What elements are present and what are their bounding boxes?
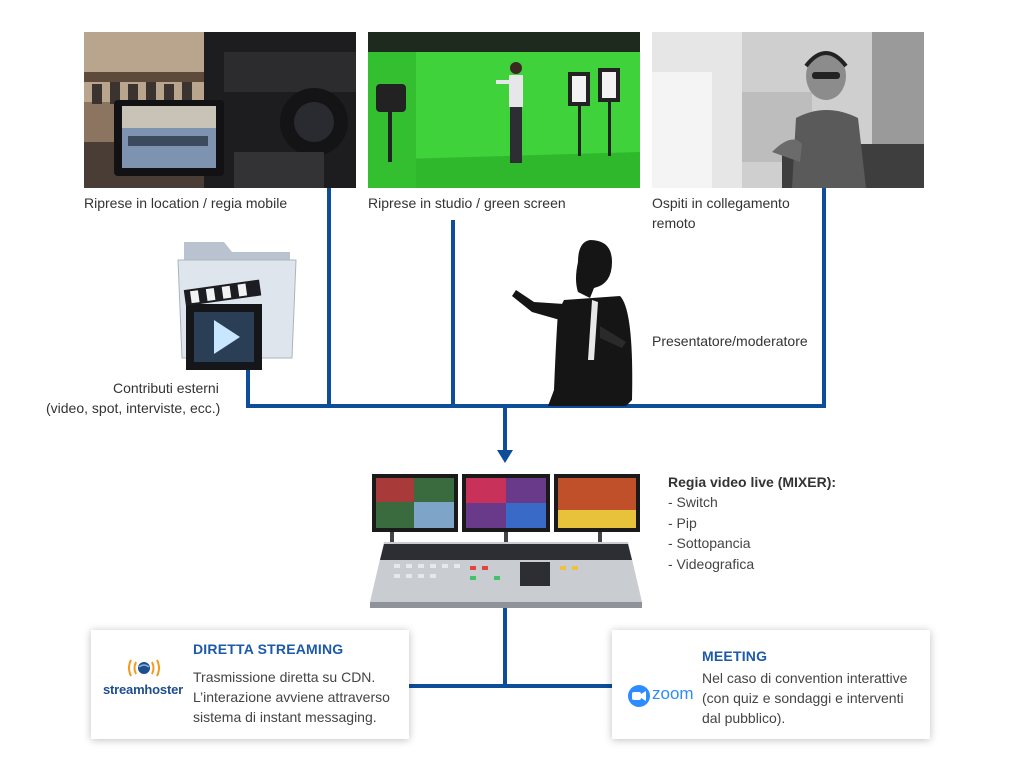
streaming-title: DIRETTA STREAMING	[193, 641, 344, 657]
remote-caption-line2: remoto	[652, 215, 696, 231]
presenter-caption: Presentatore/moderatore	[652, 333, 808, 349]
meeting-card: zoom MEETING Nel caso di convention inte…	[612, 630, 930, 739]
zoom-camera-icon	[628, 685, 650, 707]
meeting-text-line1: Nel caso di convention interattive	[702, 670, 908, 686]
meeting-text-line3: dal pubblico).	[702, 710, 786, 726]
connector-studio	[451, 220, 455, 406]
connector-outputs	[408, 684, 614, 688]
streaming-text-line3: sistema di instant messaging.	[193, 709, 377, 725]
connector-bus	[246, 404, 826, 408]
presenter-silhouette	[508, 240, 638, 406]
location-camera-photo	[84, 32, 356, 188]
external-caption-line2: (video, spot, interviste, ecc.)	[46, 400, 221, 416]
mixer-item-switch: - Switch	[668, 494, 718, 510]
connector-mixer-out	[503, 606, 507, 688]
external-caption-line1: Contributi esterni	[113, 380, 219, 396]
mixer-item-pip: - Pip	[668, 515, 697, 531]
streamhoster-logo-text: streamhoster	[103, 682, 183, 697]
mixer-title: Regia video live (MIXER):	[668, 474, 837, 490]
remote-guest-photo	[652, 32, 924, 188]
streaming-text-line1: Trasmissione diretta su CDN.	[193, 669, 376, 685]
play-icon	[214, 320, 240, 354]
connector-location	[327, 188, 331, 406]
clapperboard-icon	[183, 279, 262, 370]
mixer-console-image	[370, 472, 642, 608]
studio-green-screen-photo	[368, 32, 640, 188]
meeting-text-line2: (con quiz e sondaggi e interventi	[702, 690, 904, 706]
connector-external	[246, 352, 250, 406]
mixer-item-videografica: - Videografica	[668, 556, 755, 572]
studio-caption: Riprese in studio / green screen	[368, 195, 566, 211]
streaming-text-line2: L’interazione avviene attraverso	[193, 689, 390, 705]
streamhoster-globe-icon	[127, 658, 161, 680]
remote-caption-line1: Ospiti in collegamento	[652, 195, 790, 211]
location-caption: Riprese in location / regia mobile	[84, 195, 288, 211]
connector-to-mixer	[503, 404, 507, 454]
meeting-title: MEETING	[702, 648, 768, 664]
connector-remote	[822, 188, 826, 406]
arrow-down-icon	[497, 450, 513, 464]
streaming-card: streamhoster DIRETTA STREAMING Trasmissi…	[91, 630, 409, 739]
zoom-logo-text: zoom	[652, 684, 694, 703]
mixer-item-sottopancia: - Sottopancia	[668, 535, 751, 551]
video-folder-icon	[176, 232, 298, 374]
